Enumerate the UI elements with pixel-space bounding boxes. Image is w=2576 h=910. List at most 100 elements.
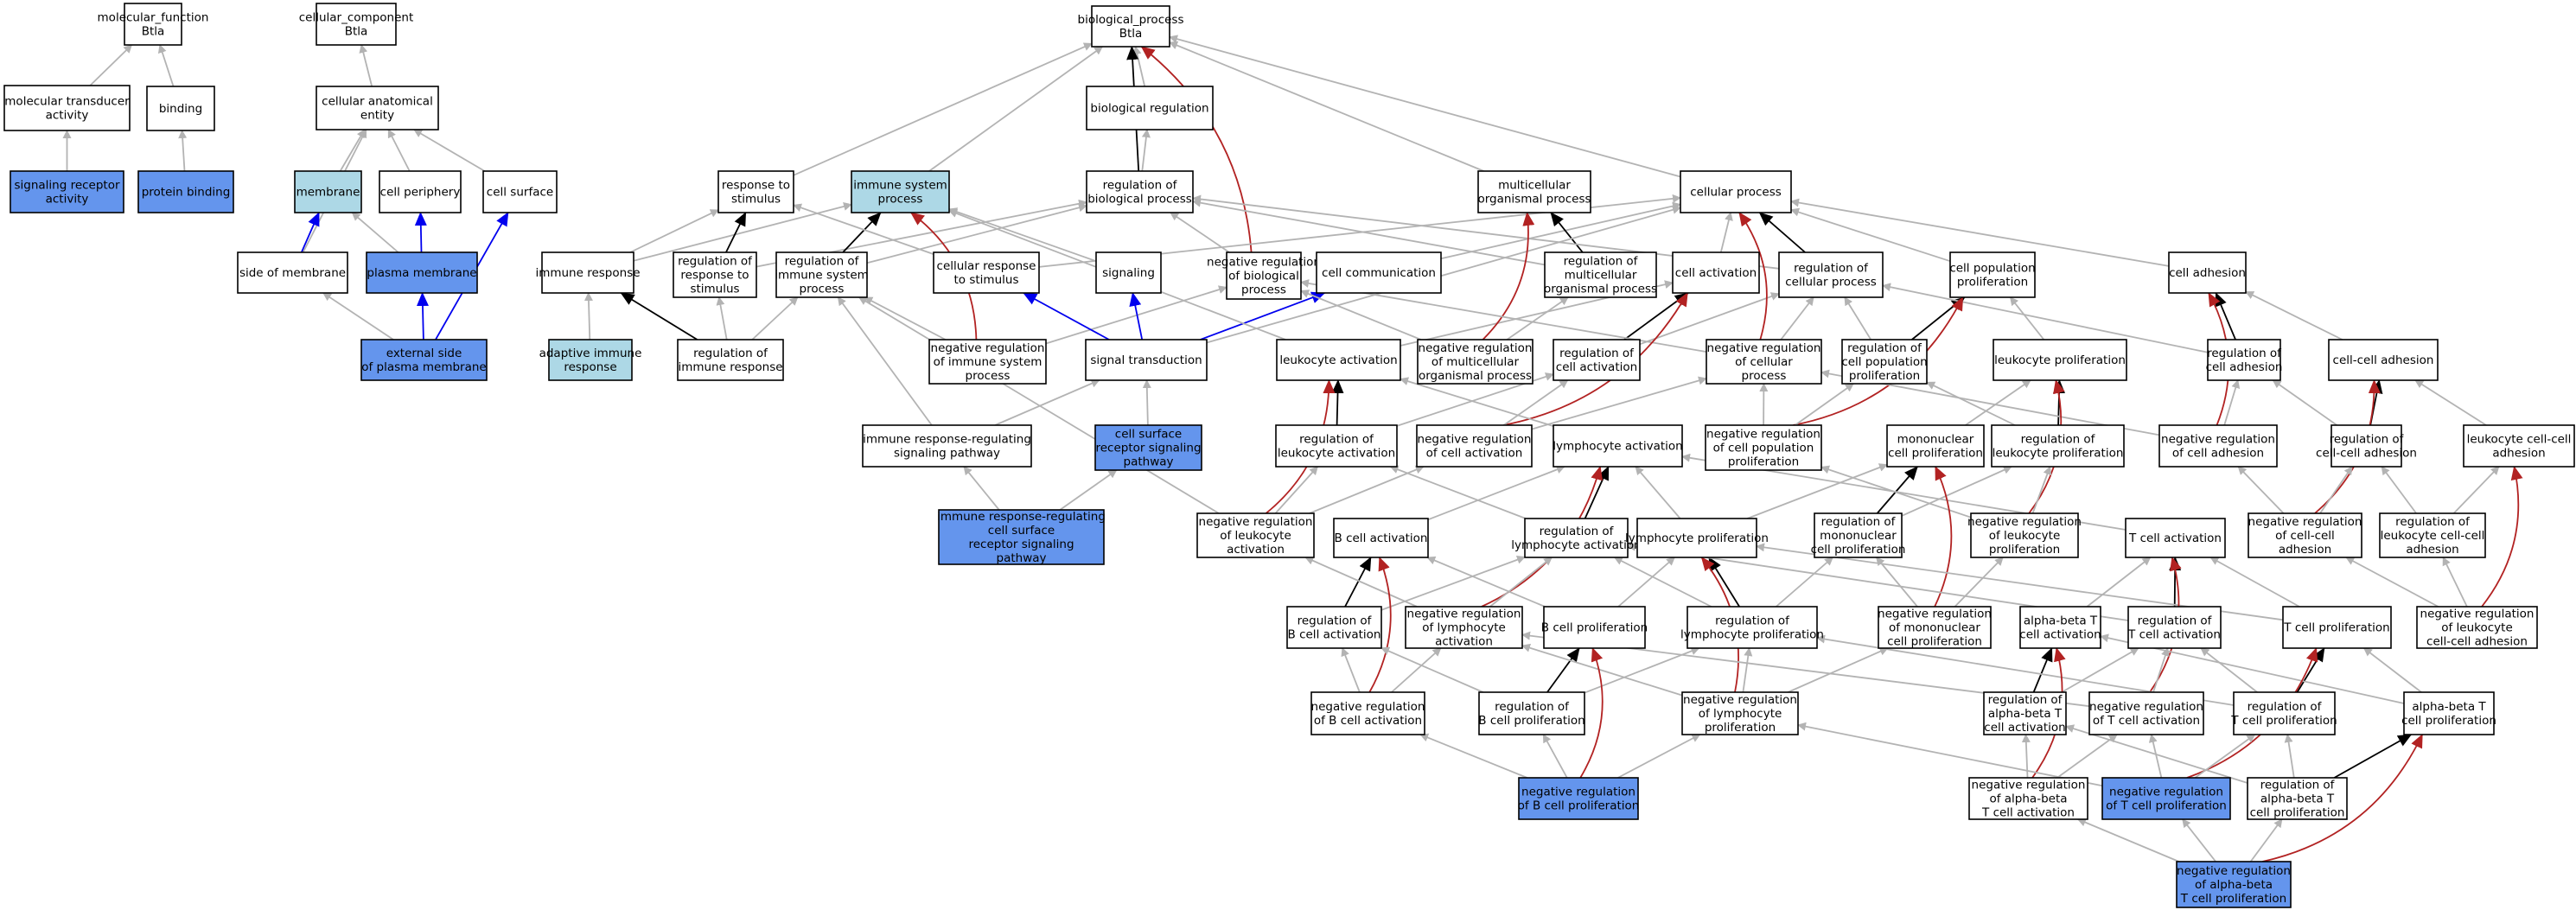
node-label: of cell population	[1713, 442, 1814, 455]
node-cp[interactable]: cellular process	[1680, 170, 1792, 213]
edge-nrtact-to-rtact	[2152, 647, 2170, 693]
node-sig[interactable]: signaling	[1095, 251, 1162, 294]
node-label: mononuclear	[1897, 433, 1974, 447]
node-pb[interactable]: protein binding	[137, 170, 234, 213]
node-ccadh[interactable]: cell-cell adhesion	[2328, 339, 2439, 381]
node-breg[interactable]: biological regulation	[1086, 86, 1214, 130]
edge-cper-to-cae	[387, 129, 411, 172]
node-bprol[interactable]: B cell proliferation	[1541, 606, 1648, 649]
node-csurf[interactable]: cell surface	[482, 170, 558, 213]
node-rbprol[interactable]: regulation ofB cell proliferation	[1478, 691, 1585, 735]
node-lyact[interactable]: lymphocyte activation	[1553, 424, 1683, 468]
node-bact[interactable]: B cell activation	[1333, 518, 1429, 558]
node-bind[interactable]: binding	[146, 86, 215, 131]
node-pm[interactable]: plasma membrane	[366, 251, 478, 294]
node-label: negative regulation	[2109, 786, 2223, 799]
edge-nrbprol-to-bprol	[1579, 647, 1604, 779]
node-lyprol[interactable]: lymphocyte proliferation	[1625, 518, 1769, 558]
edge-rbact-to-bact	[1344, 557, 1372, 608]
node-box	[717, 170, 794, 213]
node-rbact[interactable]: regulation ofB cell activation	[1286, 606, 1382, 649]
node-label: regulation of	[1495, 700, 1570, 714]
node-st[interactable]: signal transduction	[1085, 339, 1208, 381]
node-box	[1706, 339, 1822, 385]
node-lprol[interactable]: leukocyte proliferation	[1993, 339, 2127, 381]
node-tprol[interactable]: T cell proliferation	[2282, 606, 2392, 649]
node-cper[interactable]: cell periphery	[379, 170, 462, 213]
node-label: signaling receptor	[14, 179, 120, 193]
node-memb[interactable]: membrane	[294, 170, 362, 213]
node-cact[interactable]: cell activation	[1672, 251, 1760, 294]
edge-rlyact-to-lyact	[1584, 466, 1610, 519]
node-ccom[interactable]: cell communication	[1316, 251, 1442, 294]
node-tact[interactable]: T cell activation	[2125, 518, 2226, 558]
node-rtact[interactable]: regulation ofT cell activation	[2127, 606, 2222, 649]
node-cadh[interactable]: cell adhesion	[2168, 251, 2247, 294]
node-label: proliferation	[1728, 455, 1799, 469]
node-lact[interactable]: leukocyte activation	[1276, 339, 1401, 381]
node-ir[interactable]: immune response	[535, 251, 641, 294]
node-som[interactable]: side of membrane	[237, 251, 348, 294]
node-rtprol[interactable]: regulation ofT cell proliferation	[2230, 691, 2337, 735]
edge-nrbprol-to-nrlyprol	[1617, 734, 1701, 779]
